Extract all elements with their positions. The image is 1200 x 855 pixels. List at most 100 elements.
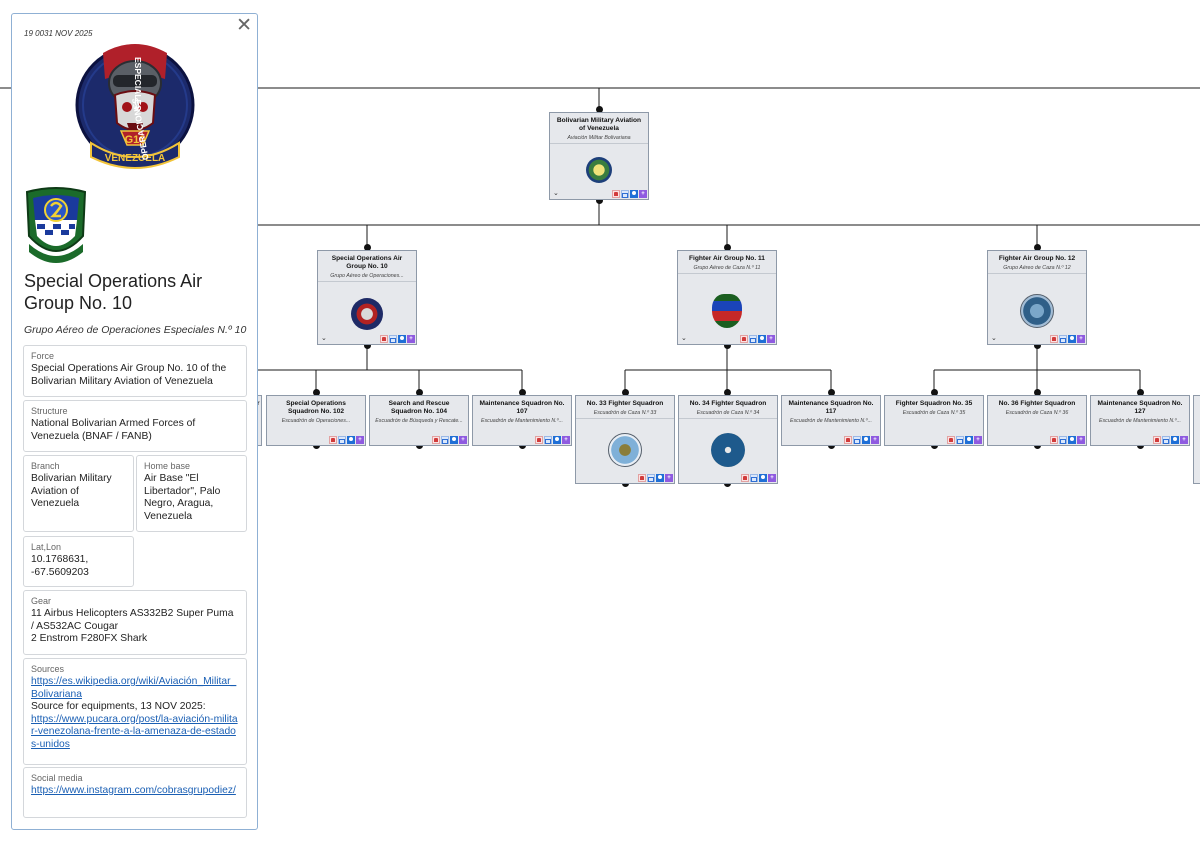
social-link[interactable]: https://www.instagram.com/cobrasgrupodie… [31, 785, 236, 796]
plus-icon[interactable]: + [665, 474, 673, 482]
globe-icon[interactable] [759, 474, 767, 482]
globe-icon[interactable] [398, 335, 406, 343]
globe-icon[interactable] [553, 436, 561, 444]
copy-icon[interactable] [956, 436, 964, 444]
globe-icon[interactable] [1068, 436, 1076, 444]
node-subtitle: Grupo Aéreo de Caza N.º 12 [988, 263, 1086, 274]
org-node-s117[interactable]: Maintenance Squadron No. 117 Escuadrón d… [781, 395, 881, 446]
homebase-card: Home base Air Base "El Libertador", Palo… [136, 455, 247, 532]
copy-icon[interactable] [749, 335, 757, 343]
branch-label: Branch [31, 461, 60, 471]
person-icon[interactable] [612, 190, 620, 198]
node-subtitle: Escuadrón de Caza N.º 36 [1005, 410, 1069, 416]
org-node-s102[interactable]: Special Operations Squadron No. 102 Escu… [266, 395, 366, 446]
plus-icon[interactable]: + [356, 436, 364, 444]
structure-value: National Bolivarian Armed Forces of Vene… [31, 418, 196, 442]
person-icon[interactable] [638, 474, 646, 482]
person-icon[interactable] [380, 335, 388, 343]
node-subtitle: Escuadrón de Mantenimiento N.º... [480, 418, 564, 424]
plus-icon[interactable]: + [1180, 436, 1188, 444]
person-icon[interactable] [1050, 436, 1058, 444]
copy-icon[interactable] [647, 474, 655, 482]
person-icon[interactable] [947, 436, 955, 444]
plus-icon[interactable]: + [562, 436, 570, 444]
copy-icon[interactable] [1059, 335, 1067, 343]
plus-icon[interactable]: + [767, 335, 775, 343]
person-icon[interactable] [329, 436, 337, 444]
plus-icon[interactable]: + [639, 190, 647, 198]
force-card: Force Special Operations Air Group No. 1… [23, 345, 247, 397]
connector-dot [596, 106, 603, 113]
globe-icon[interactable] [1068, 335, 1076, 343]
plus-icon[interactable]: + [1077, 335, 1085, 343]
org-node-partial-right[interactable] [1193, 395, 1200, 484]
org-node-g10[interactable]: Special Operations Air Group No. 10 Grup… [317, 250, 417, 345]
social-label: Social media [31, 773, 83, 783]
globe-icon[interactable] [862, 436, 870, 444]
copy-icon[interactable] [1059, 436, 1067, 444]
org-node-s33[interactable]: No. 33 Fighter Squadron Escuadrón de Caz… [575, 395, 675, 484]
homebase-value: Air Base "El Libertador", Palo Negro, Ar… [144, 473, 221, 522]
unit-shield-emblem [25, 187, 87, 263]
plus-icon[interactable]: + [768, 474, 776, 482]
org-node-s36[interactable]: No. 36 Fighter Squadron Escuadrón de Caz… [987, 395, 1087, 446]
globe-icon[interactable] [656, 474, 664, 482]
globe-icon[interactable] [758, 335, 766, 343]
org-node-s34[interactable]: No. 34 Fighter Squadron Escuadrón de Caz… [678, 395, 778, 484]
plus-icon[interactable]: + [974, 436, 982, 444]
branch-value: Bolivarian Military Aviation of Venezuel… [31, 473, 112, 509]
person-icon[interactable] [844, 436, 852, 444]
copy-icon[interactable] [544, 436, 552, 444]
panel-date: 19 0031 NOV 2025 [24, 29, 93, 38]
globe-icon[interactable] [347, 436, 355, 444]
plus-icon[interactable]: + [1077, 436, 1085, 444]
org-node-s127[interactable]: Maintenance Squadron No. 127 Escuadrón d… [1090, 395, 1190, 446]
copy-icon[interactable] [441, 436, 449, 444]
plus-icon[interactable]: + [407, 335, 415, 343]
globe-icon[interactable] [1171, 436, 1179, 444]
source-link-2[interactable]: https://www.pucara.org/post/la-aviación-… [31, 713, 238, 750]
globe-icon[interactable] [965, 436, 973, 444]
chevron-down-icon[interactable]: ⌄ [321, 335, 327, 342]
org-node-g11[interactable]: Fighter Air Group No. 11 Grupo Aéreo de … [677, 250, 777, 345]
copy-icon[interactable] [1162, 436, 1170, 444]
org-node-s104[interactable]: Search and Rescue Squadron No. 104 Escua… [369, 395, 469, 446]
unit-detail-panel[interactable]: ✕ 19 0031 NOV 2025 G10 VENEZUELA OPERACI… [11, 13, 258, 830]
org-node-g12[interactable]: Fighter Air Group No. 12 Grupo Aéreo de … [987, 250, 1087, 345]
person-icon[interactable] [1050, 335, 1058, 343]
person-icon[interactable] [741, 474, 749, 482]
person-icon[interactable] [535, 436, 543, 444]
person-icon[interactable] [1153, 436, 1161, 444]
chevron-down-icon[interactable]: ⌄ [991, 335, 997, 342]
copy-icon[interactable] [853, 436, 861, 444]
close-icon[interactable]: ✕ [236, 15, 252, 36]
copy-icon[interactable] [621, 190, 629, 198]
globe-icon[interactable] [630, 190, 638, 198]
plus-icon[interactable]: + [459, 436, 467, 444]
connector-dot [596, 197, 603, 204]
gear-line-1: 11 Airbus Helicopters AS332B2 Super Puma… [31, 608, 234, 632]
node-subtitle: Escuadrón de Caza N.º 33 [576, 408, 674, 419]
source-link-1[interactable]: https://es.wikipedia.org/wiki/Aviación_M… [31, 676, 237, 700]
plus-icon[interactable]: + [871, 436, 879, 444]
connector-dot [416, 389, 423, 396]
social-card: Social media https://www.instagram.com/c… [23, 767, 247, 818]
person-icon[interactable] [740, 335, 748, 343]
person-icon[interactable] [432, 436, 440, 444]
gear-card: Gear 11 Airbus Helicopters AS332B2 Super… [23, 590, 247, 655]
node-title: Maintenance Squadron No. 127 [1097, 400, 1183, 415]
org-node-root[interactable]: Bolivarian Military Aviation of Venezuel… [549, 112, 649, 200]
copy-icon[interactable] [750, 474, 758, 482]
globe-icon[interactable] [450, 436, 458, 444]
copy-icon[interactable] [338, 436, 346, 444]
latlon-card: Lat,Lon 10.1768631, -67.5609203 [23, 536, 134, 587]
node-title: Fighter Air Group No. 11 [689, 255, 765, 262]
chevron-down-icon[interactable]: ⌄ [553, 190, 559, 197]
org-node-s35[interactable]: Fighter Squadron No. 35 Escuadrón de Caz… [884, 395, 984, 446]
copy-icon[interactable] [389, 335, 397, 343]
org-node-s107[interactable]: Maintenance Squadron No. 107 Escuadrón d… [472, 395, 572, 446]
structure-label: Structure [31, 406, 68, 416]
connector-dot [364, 244, 371, 251]
chevron-down-icon[interactable]: ⌄ [681, 335, 687, 342]
